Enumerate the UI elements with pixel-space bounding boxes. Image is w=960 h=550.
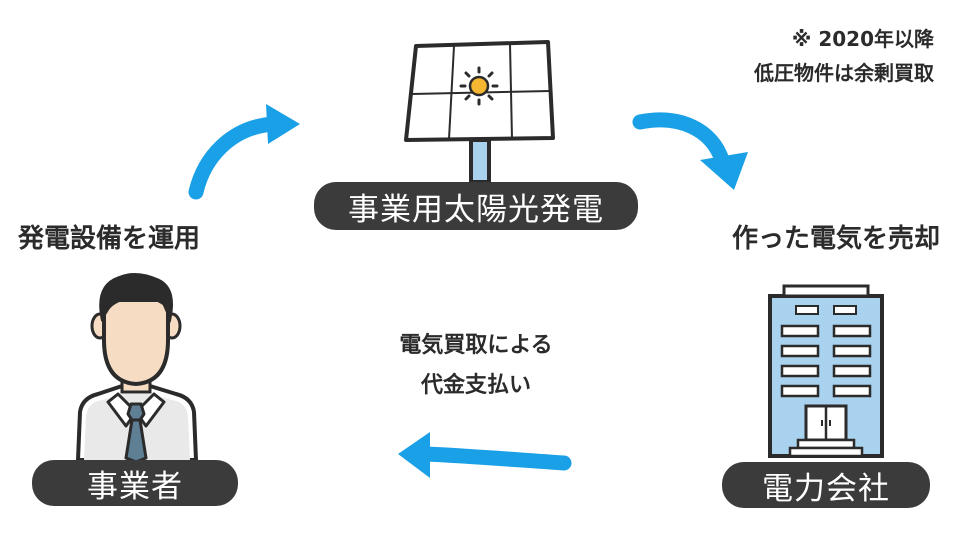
footnote-line-2: 低圧物件は余剰買取	[754, 61, 934, 85]
sell-electricity-label: 作った電気を売却	[731, 224, 940, 254]
payment-caption-line-2: 代金支払い	[420, 373, 531, 398]
payment-caption: 電気買取による 代金支払い	[356, 326, 596, 406]
operate-equipment-label: 発電設備を運用	[18, 224, 201, 254]
sun-icon	[459, 66, 499, 106]
footnote-line-1: ※ 2020年以降	[791, 27, 934, 51]
operator-node-label: 事業者	[32, 460, 238, 506]
solar-node-label: 事業用太陽光発電	[314, 182, 638, 230]
footnote: ※ 2020年以降 低圧物件は余剰買取	[754, 22, 934, 90]
payment-caption-line-1: 電気買取による	[399, 333, 553, 358]
utility-node-label: 電力会社	[722, 462, 930, 508]
